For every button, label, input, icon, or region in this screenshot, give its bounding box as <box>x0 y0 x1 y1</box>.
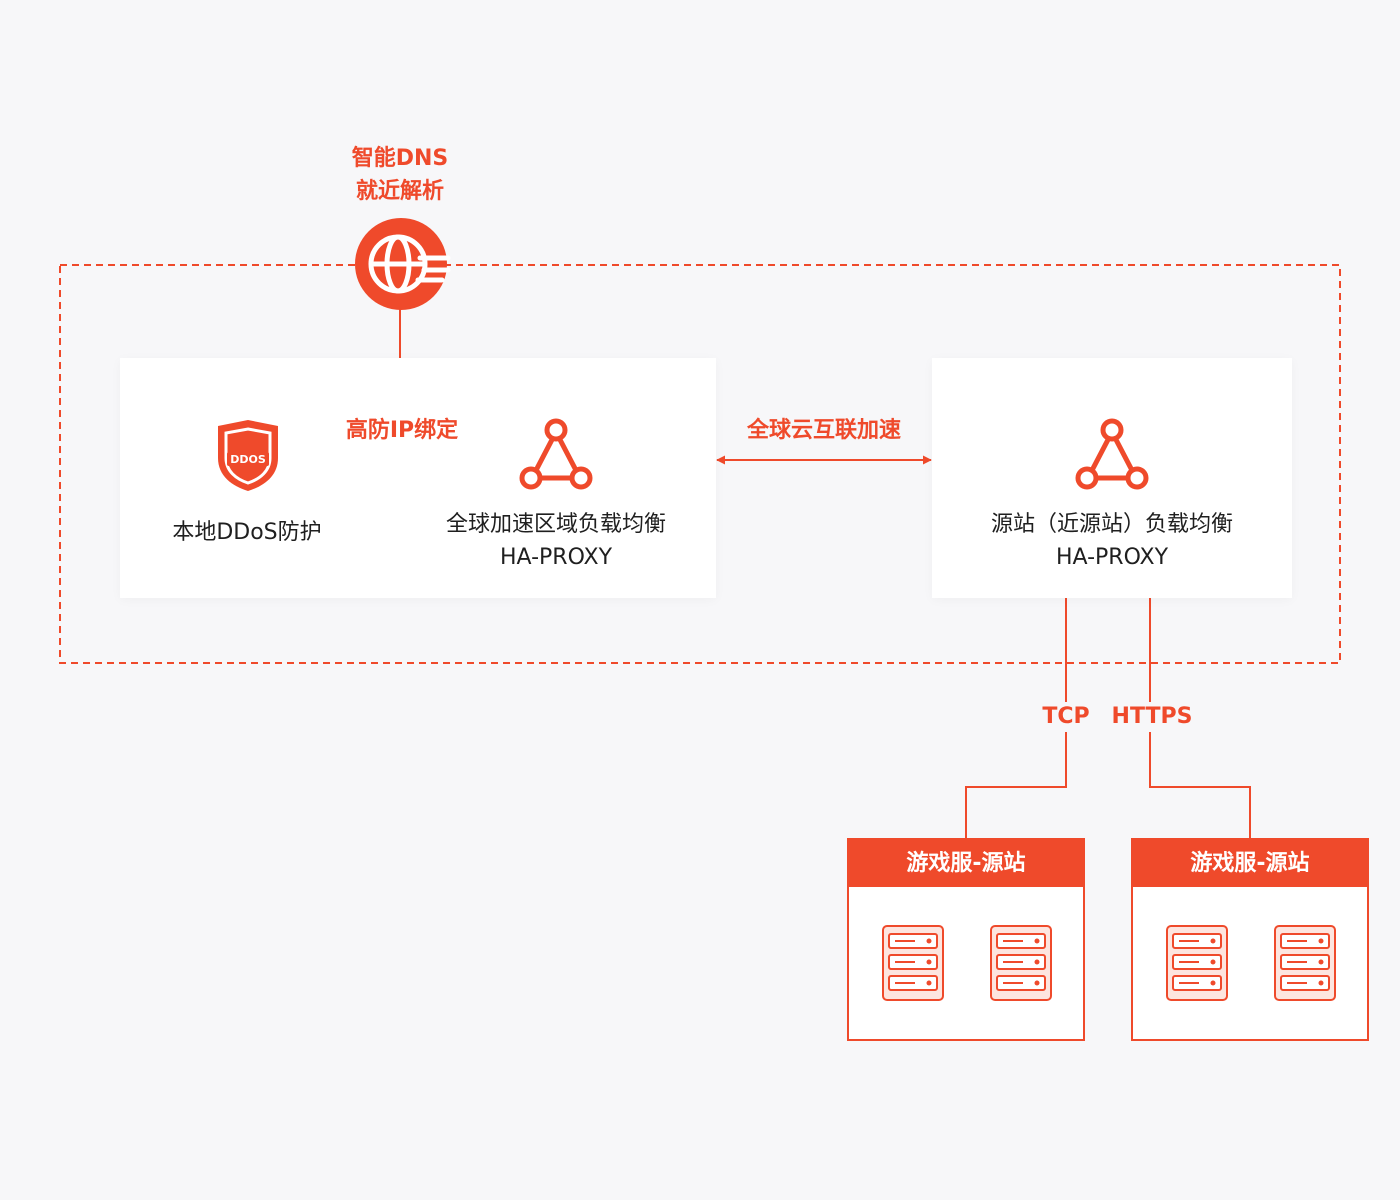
dns-title-line1: 智能DNS <box>351 146 449 171</box>
server-rack-icon <box>990 925 1052 1001</box>
tcp-connector <box>965 598 1067 838</box>
edge-lb-name: 全球加速区域负载均衡 <box>445 512 666 537</box>
origin-lb-sub: HA-PROXY <box>1055 545 1169 570</box>
edge-lb-sub: HA-PROXY <box>499 545 613 570</box>
dns-title-line2: 就近解析 <box>355 179 444 204</box>
acceleration-zone-boundary <box>59 264 1341 664</box>
server-box-title: 游戏服-源站 <box>1133 840 1367 887</box>
server-rack-icon <box>882 925 944 1001</box>
interconnect-label: 全球云互联加速 <box>724 412 924 444</box>
edge-region-card <box>120 358 716 598</box>
dns-title: 智能DNS 就近解析 <box>300 142 500 208</box>
ddos-label: 本地DDoS防护 <box>172 520 322 545</box>
tcp-label: TCP <box>1026 702 1106 732</box>
shield-icon: DDOS <box>218 420 278 491</box>
origin-lb-text: 源站（近源站）负载均衡 HA-PROXY <box>962 508 1262 574</box>
edge-load-balancer-icon <box>519 418 593 490</box>
game-server-box-1: 游戏服-源站 <box>847 838 1085 1041</box>
origin-load-balancer-icon <box>1075 418 1149 490</box>
server-rack-icon <box>1274 925 1336 1001</box>
https-connector <box>1149 598 1251 838</box>
ddos-badge-text: DDOS <box>230 453 266 466</box>
edge-lb-text: 全球加速区域负载均衡 HA-PROXY <box>416 508 696 574</box>
server-box-title: 游戏服-源站 <box>849 840 1083 887</box>
origin-lb-name: 源站（近源站）负载均衡 <box>990 512 1233 537</box>
game-server-box-2: 游戏服-源站 <box>1131 838 1369 1041</box>
globe-speed-icon <box>355 218 451 310</box>
https-label: HTTPS <box>1102 702 1202 732</box>
server-rack-icon <box>1166 925 1228 1001</box>
bind-label: 高防IP绑定 <box>345 418 459 443</box>
